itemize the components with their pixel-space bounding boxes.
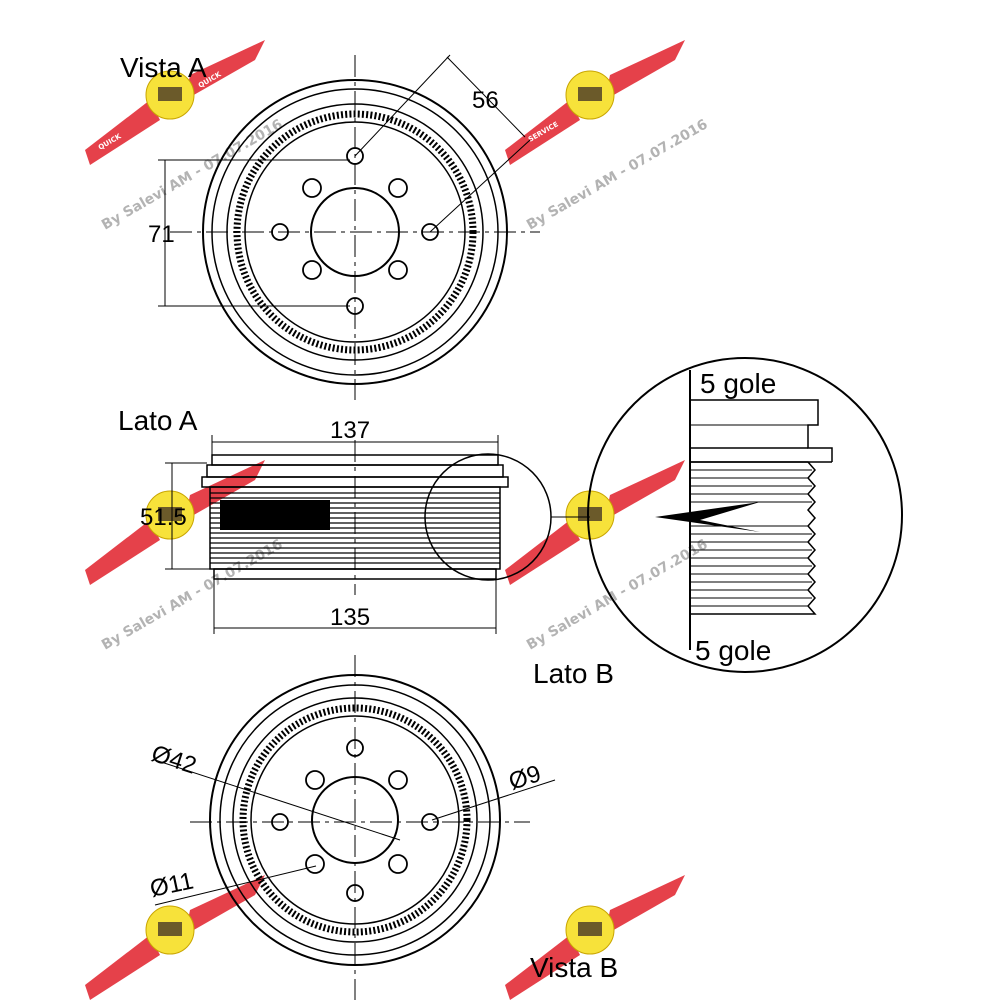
- diameter-9-label: Ø9: [506, 760, 545, 796]
- dimension-135-label: 135: [330, 604, 370, 631]
- watermark-logo-top-left: QUICK QUICK: [85, 40, 265, 165]
- vista-b-view: [154, 655, 556, 1000]
- watermark-logo-top-right: SERVICE: [505, 40, 685, 165]
- watermark-logo-bottom-left: [85, 875, 265, 1000]
- dimension-51-5-label: 51.5: [140, 504, 187, 531]
- dimension-71-label: 71: [148, 221, 175, 248]
- watermark-logo-bottom-right: [505, 875, 685, 1000]
- top-grooves-label: 5 gole: [700, 368, 776, 399]
- dimension-56-label: 56: [472, 87, 499, 114]
- dimension-137-label: 137: [330, 417, 370, 444]
- diameter-11-label: Ø11: [148, 867, 196, 902]
- side-view: [165, 435, 590, 634]
- watermark-logo-mid-right: [505, 460, 685, 585]
- bottom-grooves-label: 5 gole: [695, 635, 771, 666]
- vista-b-label: Vista B: [530, 952, 618, 983]
- vista-a-label: Vista A: [120, 52, 207, 83]
- diameter-42-label: Ø42: [148, 740, 199, 780]
- watermark-logo-mid-left: [85, 460, 265, 585]
- lato-a-label: Lato A: [118, 405, 198, 436]
- lato-b-label: Lato B: [533, 658, 614, 689]
- vista-a-view: [158, 54, 540, 400]
- detail-view: [587, 357, 903, 673]
